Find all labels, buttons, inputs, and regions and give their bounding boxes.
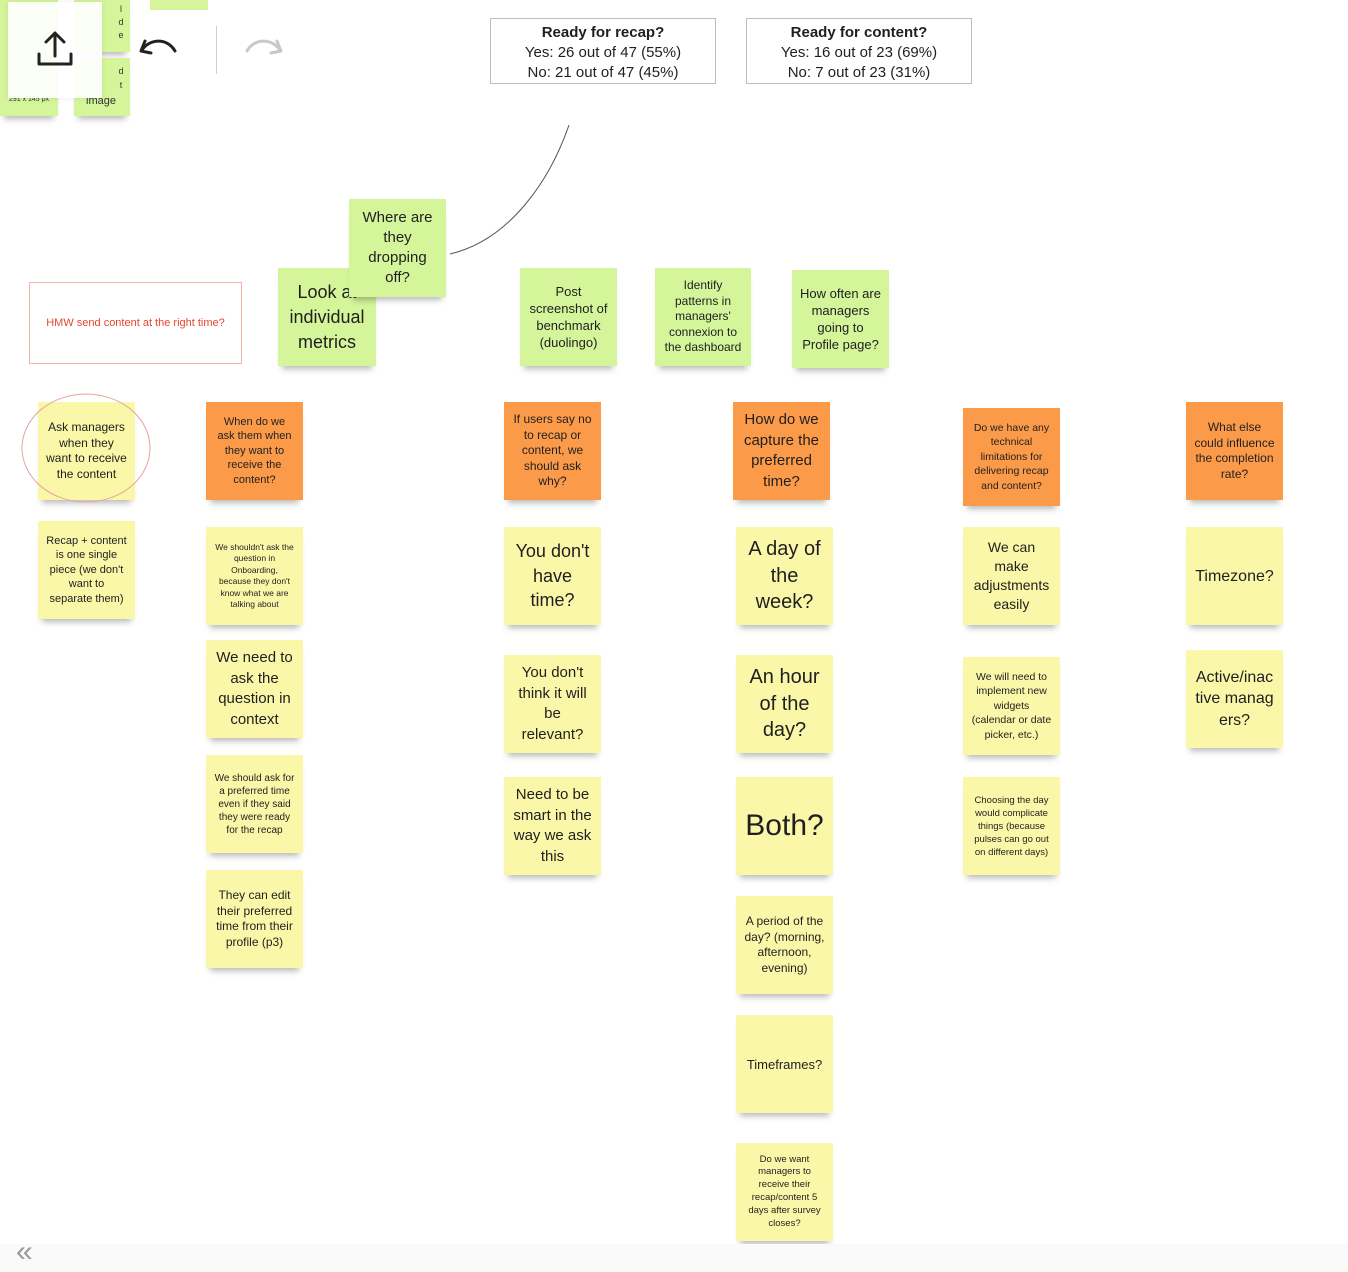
sticky-dropping-off[interactable]: Where are they dropping off? (349, 199, 446, 297)
sticky-period-of-day[interactable]: A period of the day? (morning, afternoon… (736, 896, 833, 994)
sticky-be-smart[interactable]: Need to be smart in the way we ask this (504, 777, 601, 875)
highlight-circle (21, 393, 151, 503)
sticky-profile-page[interactable]: How often are managers going to Profile … (792, 270, 889, 368)
sticky-identify-patterns[interactable]: Identify patterns in managers' connexion… (655, 268, 751, 366)
sticky-day-of-week[interactable]: A day of the week? (736, 527, 833, 625)
sticky-recap-single-piece[interactable]: Recap + content is one single piece (we … (38, 521, 135, 619)
share-upload-icon (35, 28, 75, 73)
stat-title: Ready for content? (790, 24, 928, 41)
sticky-hour-of-day[interactable]: An hour of the day? (736, 655, 833, 753)
sticky-capture-time[interactable]: How do we capture the preferred time? (733, 402, 830, 500)
sticky-screenshot-benchmark[interactable]: Post screenshot of benchmark (duolingo) (520, 268, 617, 366)
redo-icon (243, 33, 283, 68)
undo-icon (139, 33, 179, 68)
fragment-letter: e (118, 30, 124, 40)
sticky-choosing-day[interactable]: Choosing the day would complicate things… (963, 777, 1060, 875)
sticky-preferred-time[interactable]: We should ask for a preferred time even … (206, 755, 303, 853)
sticky-ask-in-context[interactable]: We need to ask the question in context (206, 640, 303, 738)
connector-line[interactable] (440, 120, 580, 260)
bottom-bar (0, 1244, 1348, 1272)
sticky-timeframes[interactable]: Timeframes? (736, 1015, 833, 1113)
toolbar-divider (215, 26, 218, 74)
sticky-no-time[interactable]: You don't have time? (504, 527, 601, 625)
sticky-edit-profile[interactable]: They can edit their preferred time from … (206, 870, 303, 968)
partial-sticky-top-4[interactable] (150, 0, 208, 10)
sticky-active-inactive[interactable]: Active/inactive managers? (1186, 650, 1283, 748)
ready-for-recap-stats[interactable]: Ready for recap? Yes: 26 out of 47 (55%)… (490, 18, 716, 84)
sticky-when-ask[interactable]: When do we ask them when they want to re… (206, 402, 303, 500)
board-toolbar (8, 2, 308, 98)
image-size-label: 291 x 145 px (8, 96, 50, 103)
sticky-both[interactable]: Both? (736, 777, 833, 875)
collapse-panel-button[interactable]: « (16, 1235, 33, 1268)
sticky-technical-limitations[interactable]: Do we have any technical limitations for… (963, 408, 1060, 506)
stat-yes: Yes: 26 out of 47 (55%) (524, 44, 682, 61)
undo-button[interactable] (102, 2, 215, 98)
fragment-letter: d (118, 66, 124, 76)
sticky-not-relevant[interactable]: You don't think it will be relevant? (504, 655, 601, 753)
sticky-not-onboarding[interactable]: We shouldn't ask the question in Onboard… (206, 527, 303, 625)
sticky-timezone[interactable]: Timezone? (1186, 527, 1283, 625)
sticky-ask-why[interactable]: If users say no to recap or content, we … (504, 402, 601, 500)
stat-title: Ready for recap? (541, 24, 665, 41)
share-button[interactable] (8, 2, 103, 98)
sticky-make-adjustments[interactable]: We can make adjustments easily (963, 527, 1060, 625)
sticky-five-days[interactable]: Do we want managers to receive their rec… (736, 1143, 833, 1241)
stat-no: No: 7 out of 23 (31%) (787, 64, 931, 81)
sticky-ask-managers[interactable]: Ask managers when they want to receive t… (38, 402, 135, 500)
stat-no: No: 21 out of 47 (45%) (527, 64, 679, 81)
sticky-completion-rate[interactable]: What else could influence the completion… (1186, 402, 1283, 500)
redo-button[interactable] (217, 2, 308, 98)
image-label: image (86, 95, 116, 107)
hmw-frame[interactable]: HMW send content at the right time? (29, 282, 242, 364)
fragment-letter: d (118, 17, 124, 27)
ready-for-content-stats[interactable]: Ready for content? Yes: 16 out of 23 (69… (746, 18, 972, 84)
fragment-letter: t (119, 80, 123, 90)
stat-yes: Yes: 16 out of 23 (69%) (780, 44, 938, 61)
sticky-new-widgets[interactable]: We will need to implement new widgets (c… (963, 657, 1060, 755)
fragment-letter: l (120, 4, 122, 14)
